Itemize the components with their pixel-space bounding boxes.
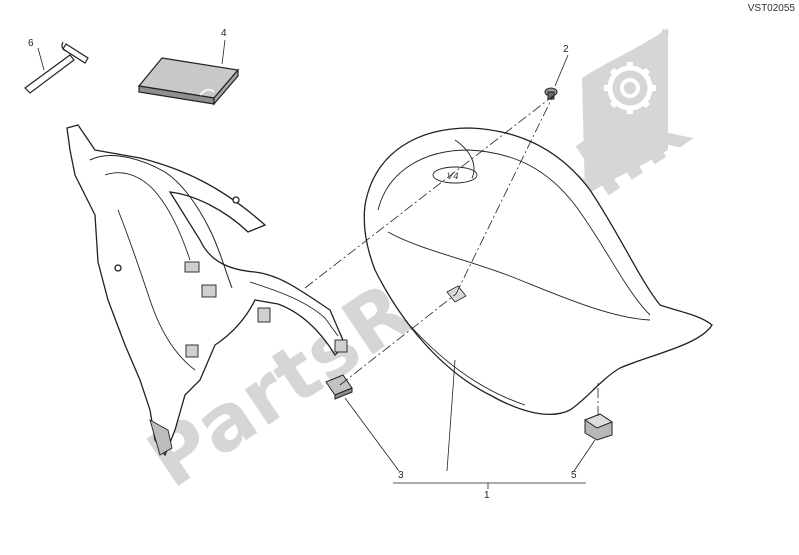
kit-pad-part bbox=[137, 39, 240, 106]
allen-key-part bbox=[24, 41, 89, 94]
tail-frame-part bbox=[66, 124, 348, 457]
callout-4: 4 bbox=[221, 28, 227, 39]
seat-part: V4 bbox=[363, 127, 713, 416]
callout-3: 3 bbox=[398, 470, 404, 481]
assembly-lines bbox=[304, 95, 599, 416]
callout-1: 1 bbox=[484, 490, 490, 501]
drawing-code: VST02055 bbox=[747, 3, 795, 14]
rubber-pad-rear-part bbox=[583, 413, 614, 441]
seat-badge: V4 bbox=[447, 172, 459, 182]
leader-lines bbox=[344, 359, 596, 489]
screw-part bbox=[544, 54, 569, 100]
callout-5: 5 bbox=[571, 470, 577, 481]
callout-6: 6 bbox=[28, 38, 34, 49]
gear-flag-icon bbox=[582, 28, 670, 196]
rubber-pad-front-part bbox=[325, 374, 353, 400]
callout-2: 2 bbox=[563, 44, 569, 55]
